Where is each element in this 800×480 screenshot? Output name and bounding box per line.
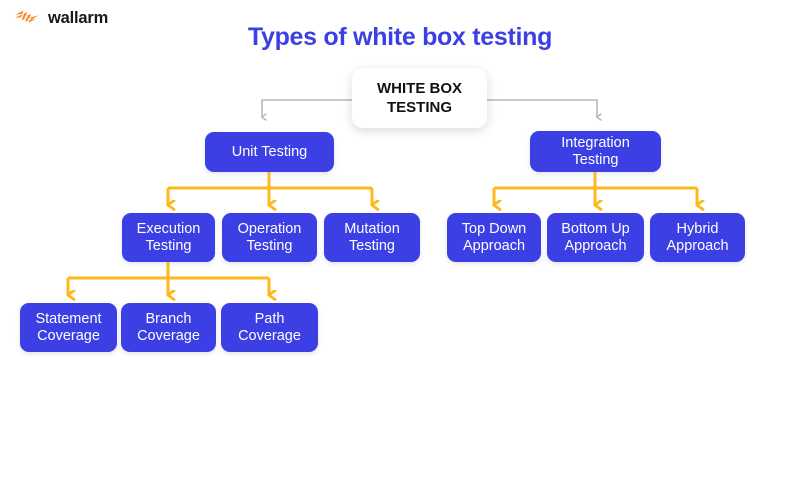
node-hybrid-approach[interactable]: Hybrid Approach xyxy=(650,213,745,262)
node-operation-testing[interactable]: Operation Testing xyxy=(222,213,317,262)
node-branch-coverage[interactable]: Branch Coverage xyxy=(121,303,216,352)
node-execution-testing[interactable]: Execution Testing xyxy=(122,213,215,262)
node-mutation-testing[interactable]: Mutation Testing xyxy=(324,213,420,262)
node-top-down-approach[interactable]: Top Down Approach xyxy=(447,213,541,262)
node-path-coverage[interactable]: Path Coverage xyxy=(221,303,318,352)
node-unit-testing[interactable]: Unit Testing xyxy=(205,132,334,172)
connector-execution-to-children xyxy=(68,262,269,295)
brand-name: wallarm xyxy=(48,8,109,27)
connector-unit-to-children xyxy=(168,172,372,205)
node-integration-testing[interactable]: Integration Testing xyxy=(530,131,661,172)
brand-logo: wallarm xyxy=(14,9,108,27)
wallarm-bolt-logo-icon xyxy=(14,10,39,23)
node-white-box-testing[interactable]: WHITE BOX TESTING xyxy=(352,68,487,128)
node-statement-coverage[interactable]: Statement Coverage xyxy=(20,303,117,352)
page-title: Types of white box testing xyxy=(247,23,553,51)
connector-integration-to-children xyxy=(494,172,697,205)
node-bottom-up-approach[interactable]: Bottom Up Approach xyxy=(547,213,644,262)
